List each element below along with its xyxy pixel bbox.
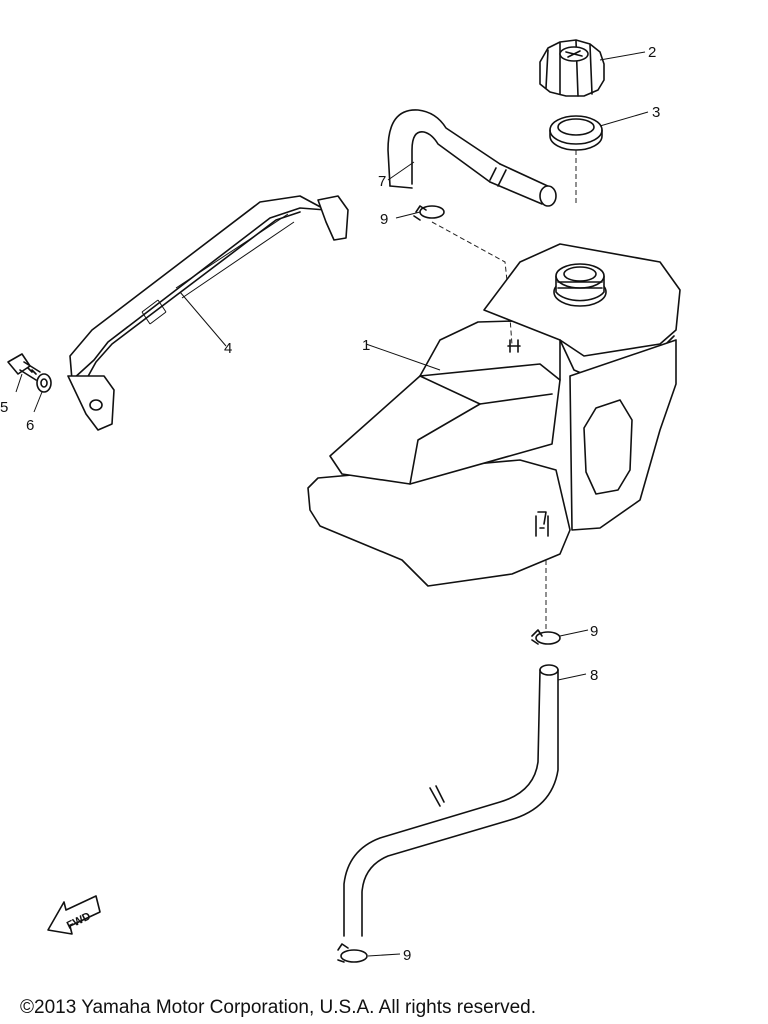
vent-hose (387, 109, 557, 207)
filler-cap (539, 39, 605, 97)
callout-part-8: 8 (590, 667, 598, 684)
callout-part-1: 1 (362, 337, 370, 354)
hose-clamp-upper (413, 205, 445, 221)
forward-arrow-icon: FWD (47, 895, 101, 935)
leader-lines (15, 51, 649, 957)
hose-clamp-middle (531, 629, 561, 645)
cap-gasket (549, 115, 603, 151)
callout-part-9-lower: 9 (403, 947, 411, 964)
callout-part-7: 7 (378, 173, 386, 190)
callout-part-2: 2 (648, 44, 656, 61)
callout-part-9-middle: 9 (590, 623, 598, 640)
copyright-notice: ©2013 Yamaha Motor Corporation, U.S.A. A… (20, 997, 536, 1018)
callout-part-3: 3 (652, 104, 660, 121)
bolt (7, 353, 41, 381)
oil-tank (307, 243, 681, 587)
callout-part-9-upper: 9 (380, 211, 388, 228)
callout-part-5: 5 (0, 399, 8, 416)
callout-part-6: 6 (26, 417, 34, 434)
clamp-axis-upper (431, 221, 513, 346)
washer (36, 373, 52, 393)
hose-clamp-lower (337, 943, 368, 963)
oil-feed-hose (343, 664, 559, 937)
callout-part-4: 4 (224, 340, 232, 357)
tank-bracket (67, 195, 349, 431)
